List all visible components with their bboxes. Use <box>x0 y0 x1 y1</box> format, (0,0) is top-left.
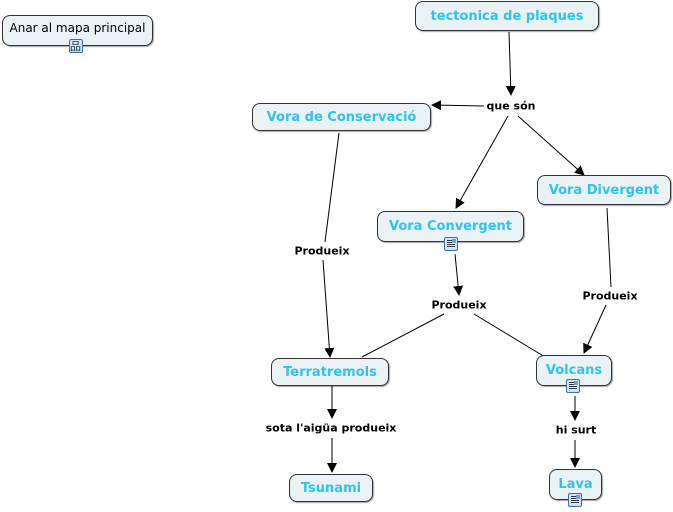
link-produeix-divergent[interactable]: Produeix <box>581 289 639 303</box>
line-queson-divergent <box>517 115 585 176</box>
link-produeix-convergent[interactable]: Produeix <box>430 298 488 312</box>
line-produeix-terratremols-2 <box>361 313 445 358</box>
concept-tectonica[interactable]: tectonica de plaques <box>415 1 599 31</box>
concept-convergent-label: Vora Convergent <box>388 219 512 234</box>
concept-convergent[interactable]: Vora Convergent <box>377 211 524 242</box>
line-queson-convergent <box>455 115 509 209</box>
line-tectonica-queson <box>505 31 516 96</box>
concept-terratremols[interactable]: Terratremols <box>271 358 389 386</box>
document-image-icon[interactable] <box>566 379 580 393</box>
concept-tsunami-label: Tsunami <box>300 480 362 496</box>
concept-conservacio[interactable]: Vora de Conservació <box>252 103 431 131</box>
line-queson-conservacio <box>431 100 485 111</box>
link-que-son[interactable]: que són <box>485 99 537 113</box>
concept-map-icon[interactable] <box>69 38 83 54</box>
link-hi-surt[interactable]: hi surt <box>554 423 598 437</box>
line-divergent-produeix <box>606 207 612 288</box>
concept-volcans-label: Volcans <box>545 363 603 378</box>
concept-divergent[interactable]: Vora Divergent <box>537 175 671 205</box>
line-produeix-volcans <box>473 313 546 358</box>
concept-lava-label: Lava <box>558 477 593 492</box>
line-convergent-produeix <box>453 253 464 296</box>
line-produeix-volcans-2 <box>583 304 607 354</box>
concept-terratremols-label: Terratremols <box>283 364 377 380</box>
document-image-icon[interactable] <box>444 237 458 251</box>
document-image-icon[interactable] <box>568 493 582 507</box>
main-map-label: Anar al mapa principal <box>9 21 146 35</box>
line-conservacio-produeix <box>324 132 340 243</box>
concept-tsunami[interactable]: Tsunami <box>289 474 373 502</box>
line-produeix-terratremols <box>322 259 335 358</box>
concept-divergent-label: Vora Divergent <box>548 182 660 198</box>
concept-tectonica-label: tectonica de plaques <box>430 8 584 24</box>
link-sota-aigua[interactable]: sota l'aigüa produeix <box>264 421 398 435</box>
link-produeix-conservacio[interactable]: Produeix <box>293 244 351 258</box>
concept-conservacio-label: Vora de Conservació <box>266 109 417 125</box>
